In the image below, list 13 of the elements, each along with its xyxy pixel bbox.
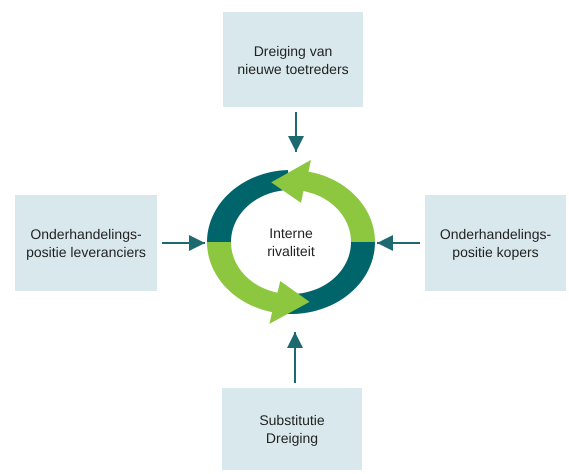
force-box xyxy=(425,195,566,291)
arrow xyxy=(287,332,303,383)
force-box xyxy=(15,195,157,291)
force-box xyxy=(222,388,362,470)
force-label: Substitutie Dreiging xyxy=(258,411,326,447)
center-label: Interne rivaliteit xyxy=(266,224,316,260)
force-label: Onderhandelings-positie kopers xyxy=(438,225,552,261)
force-label: Dreiging van nieuwe toetreders xyxy=(236,42,350,78)
arrow xyxy=(162,235,205,251)
arrow xyxy=(377,235,420,251)
arrow xyxy=(288,112,304,152)
force-label: Onderhandelings-positie leveranciers xyxy=(25,225,147,261)
force-box xyxy=(223,12,363,107)
